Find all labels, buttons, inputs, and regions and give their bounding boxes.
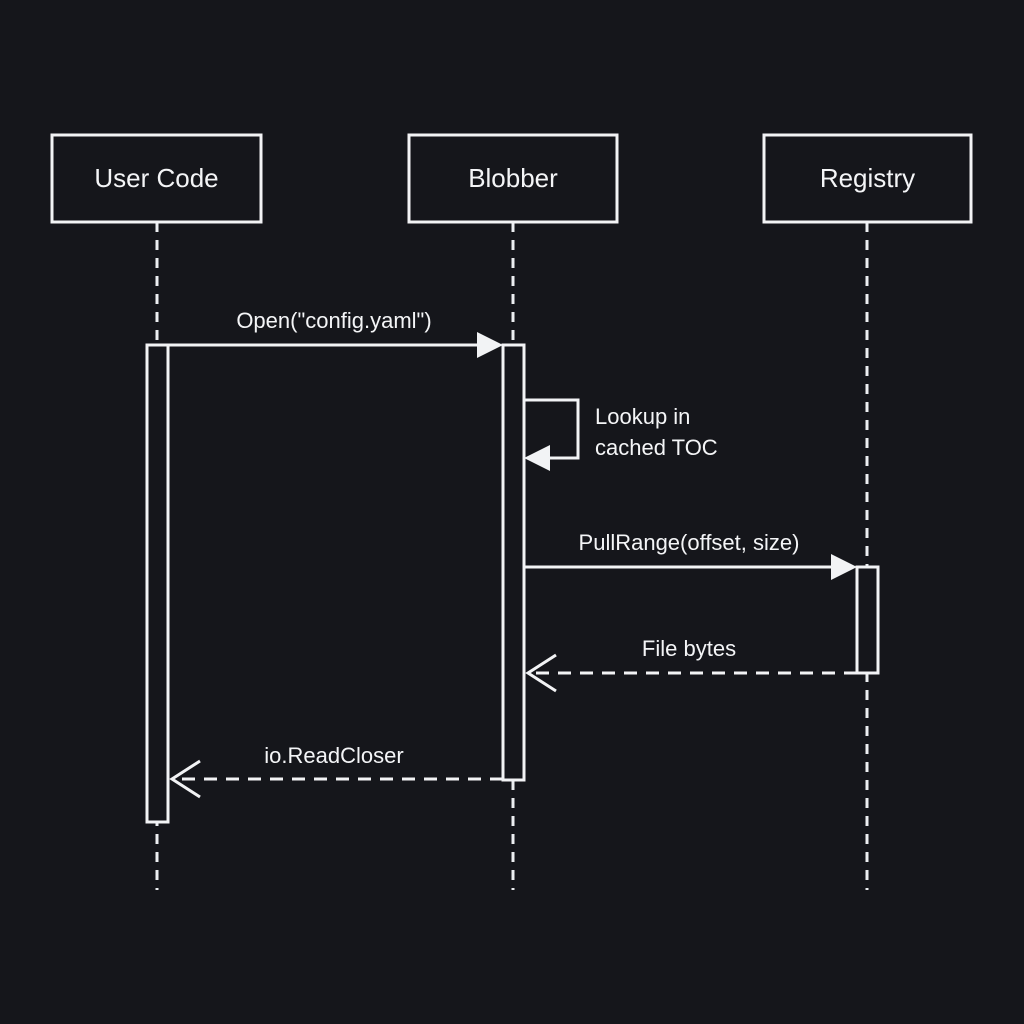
message-file-bytes[interactable]: File bytes — [525, 636, 857, 693]
arrowhead-filled-open-config — [477, 332, 503, 358]
arrowhead-open-io-readcloser — [169, 759, 201, 799]
arrowhead-open-file-bytes — [525, 653, 557, 693]
participant-label-registry: Registry — [820, 163, 915, 193]
message-label-lookup-cached-toc-line1: Lookup in — [595, 404, 690, 429]
participant-blobber[interactable]: Blobber — [407, 133, 619, 224]
participant-user-code[interactable]: User Code — [50, 133, 263, 224]
message-label-pullrange: PullRange(offset, size) — [579, 530, 800, 555]
message-pullrange[interactable]: PullRange(offset, size) — [524, 530, 857, 580]
message-io-readcloser[interactable]: io.ReadCloser — [169, 743, 503, 799]
arrowhead-filled-pullrange — [831, 554, 857, 580]
message-open-config[interactable]: Open("config.yaml") — [168, 308, 503, 358]
participant-label-user-code: User Code — [94, 163, 218, 193]
activation-bar-user-code[interactable] — [145, 343, 170, 824]
activation-bars-group — [145, 343, 880, 824]
participant-registry[interactable]: Registry — [762, 133, 973, 224]
message-label-lookup-cached-toc-line2: cached TOC — [595, 435, 718, 460]
message-label-open-config: Open("config.yaml") — [236, 308, 431, 333]
participant-label-blobber: Blobber — [468, 163, 558, 193]
arrowhead-filled-lookup-cached-toc — [524, 445, 550, 471]
message-label-file-bytes: File bytes — [642, 636, 736, 661]
activation-bar-blobber[interactable] — [501, 343, 526, 782]
participant-box-user-code[interactable] — [50, 133, 263, 224]
participant-box-blobber[interactable] — [407, 133, 619, 224]
message-lookup-cached-toc[interactable]: Lookup in cached TOC — [524, 398, 718, 471]
activation-bar-registry[interactable] — [855, 565, 880, 675]
participant-box-registry[interactable] — [762, 133, 973, 224]
message-label-io-readcloser: io.ReadCloser — [264, 743, 403, 768]
message-line-lookup-cached-toc — [524, 398, 580, 460]
